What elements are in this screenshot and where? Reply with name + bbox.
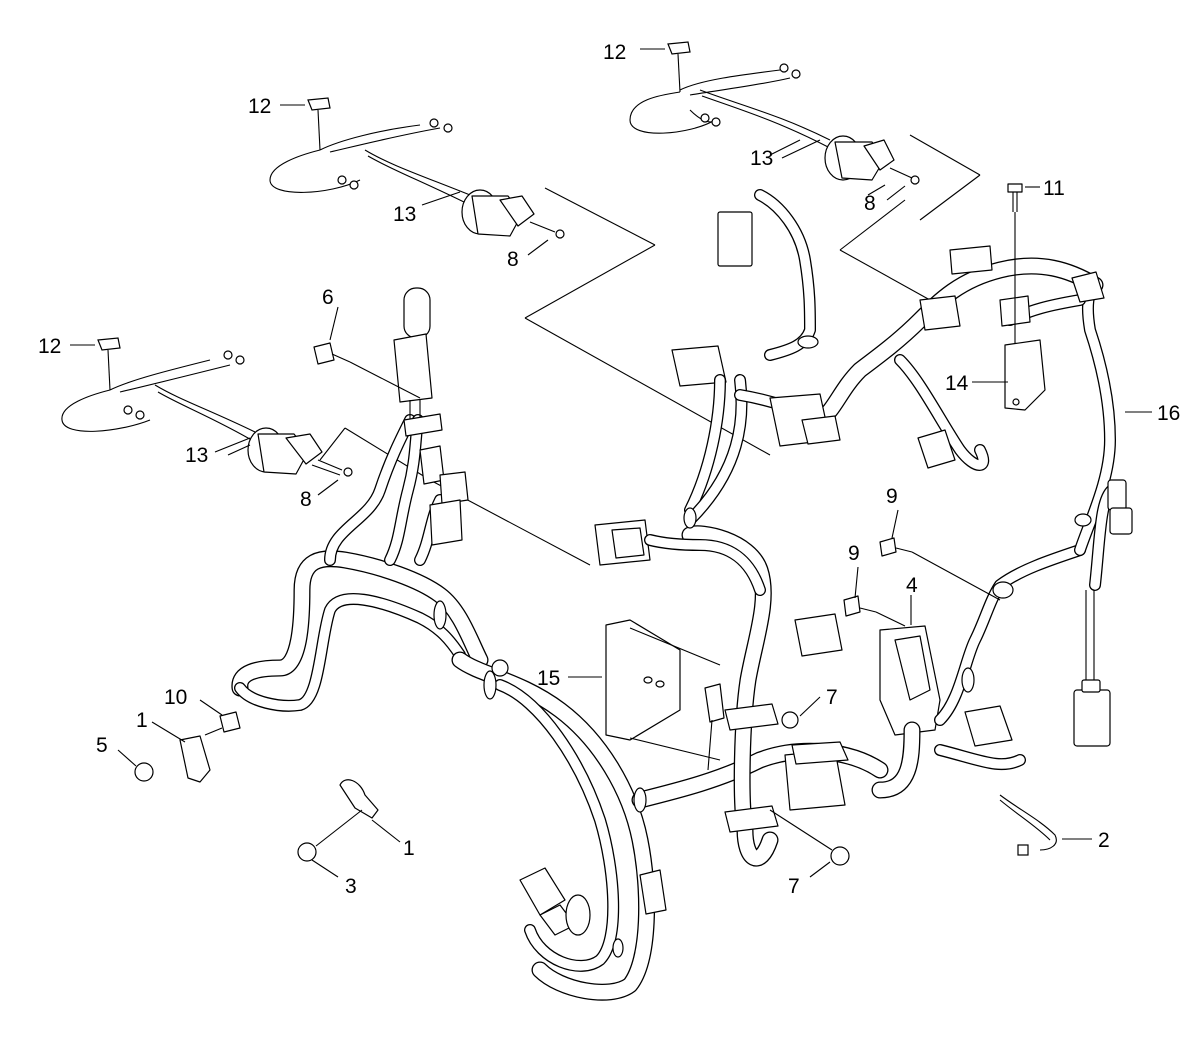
callout-labels: 12 12 12 13 13 13 8 8 8 11 6 14 16 9 9 4… [38,41,1180,898]
callout-8-left: 8 [300,488,312,511]
callout-13-top-left: 13 [393,203,416,226]
callout-7-upper: 7 [826,686,838,709]
fasteners [134,183,1046,866]
main-wiring-harness [231,189,1133,1001]
callout-8-top-left: 8 [507,248,519,271]
callout-11: 11 [1043,177,1065,200]
callout-10: 10 [164,686,187,709]
callout-1-lower: 1 [403,837,415,860]
sensor-assembly-left [61,337,591,566]
callout-16: 16 [1157,402,1180,425]
callout-6: 6 [322,286,334,309]
callout-12-left: 12 [38,335,61,358]
callout-8-top-right: 8 [864,192,876,215]
callout-13-top-right: 13 [750,147,773,170]
callout-14: 14 [945,372,969,395]
callout-12-top-right: 12 [603,41,626,64]
leader-lines [117,139,1152,878]
callout-13-left: 13 [185,444,208,467]
callout-12-top-left: 12 [248,95,271,118]
callout-4: 4 [906,574,918,597]
sensor-assembly-top-right [629,41,981,301]
callout-5: 5 [96,734,108,757]
callout-15: 15 [537,667,560,690]
callout-2: 2 [1098,829,1110,852]
sensor-assembly-top-left [269,97,771,456]
callout-9-upper: 9 [886,485,898,508]
callout-9-lower: 9 [848,542,860,565]
callout-7-lower: 7 [788,875,800,898]
callout-3: 3 [345,875,357,898]
callout-1-upper: 1 [136,709,148,732]
